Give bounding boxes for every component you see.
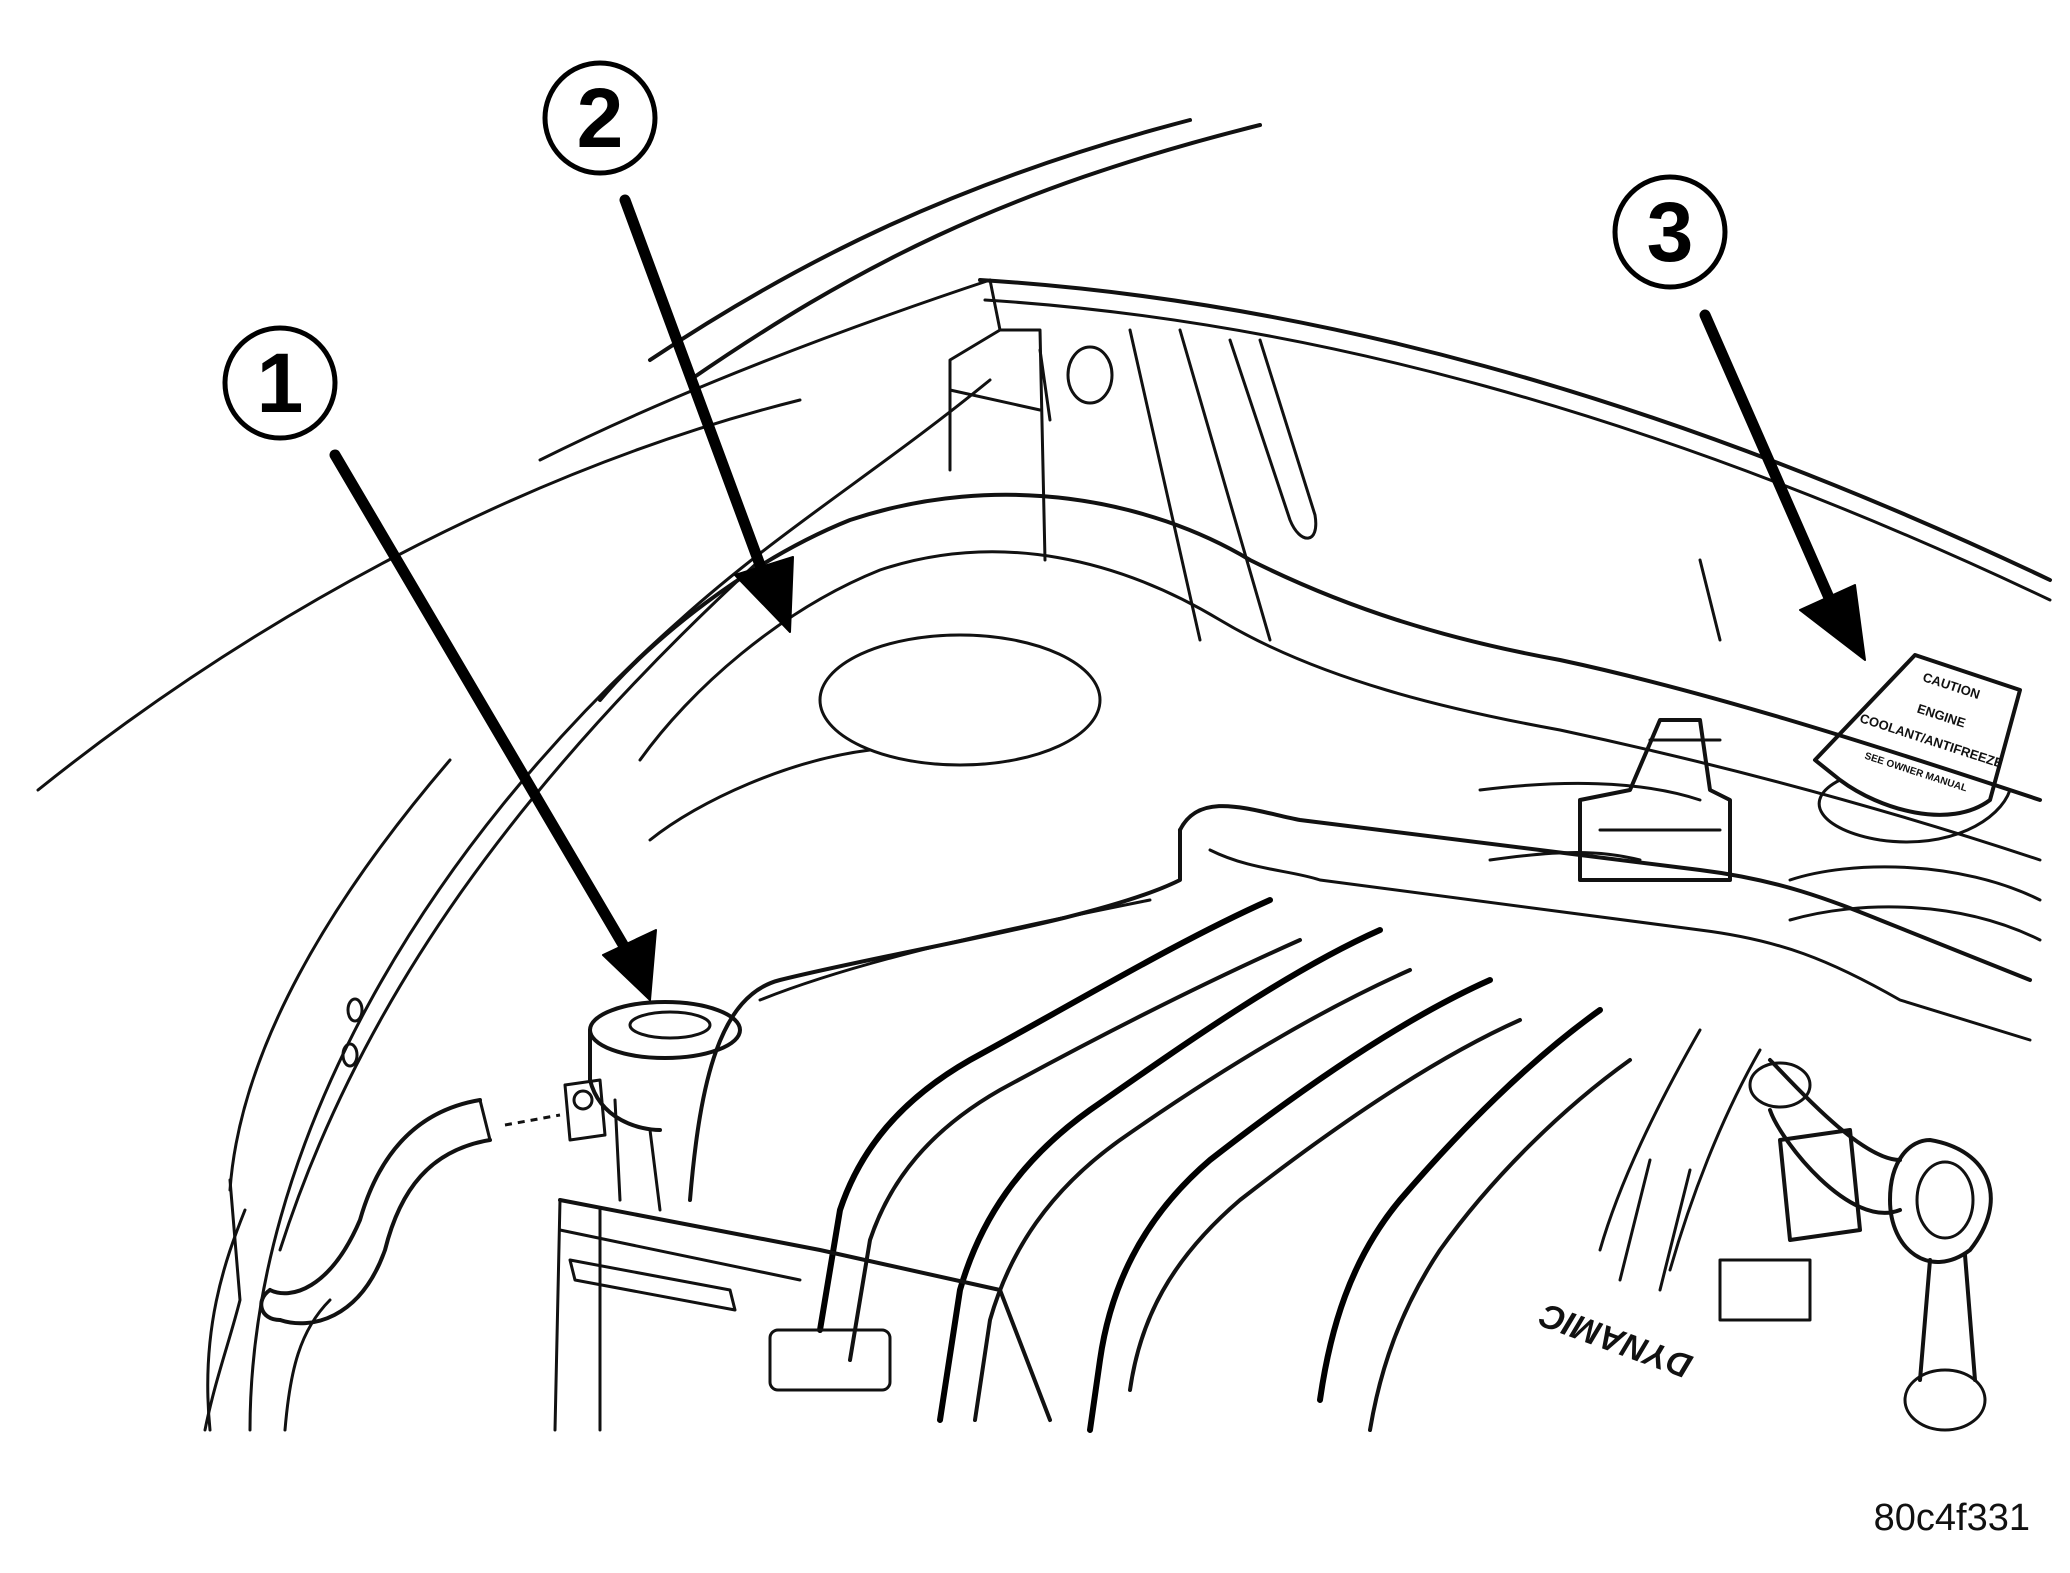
callout-2: 2 [542,60,658,176]
cowl-panel [948,278,2052,642]
callout-3: 3 [1612,174,1728,290]
intake-manifold [553,804,2032,1433]
leader-arrow-2 [619,194,794,633]
leader-arrow-3 [1699,309,1866,661]
cap-warning-line-2: ENGINE [1915,701,1967,731]
coolant-filler-neck [588,1000,742,1212]
right-side-components: DYNAMIC [1535,865,2042,1432]
leader-arrow-1 [329,449,657,1001]
coolant-reservoir-cap: CAUTION ENGINE COOLANT/ANTIFREEZE SEE OW… [1813,653,2022,844]
strut-tower [598,492,2042,862]
figure-id-code: 80c4f331 [1874,1497,2030,1539]
callout-1-number: 1 [257,336,304,430]
sensor-connector [1478,718,1732,882]
fender-outline [36,378,992,1432]
callout-3-number: 3 [1647,185,1694,279]
callout-2-number: 2 [577,71,624,165]
hood-panel-outline [538,118,1262,462]
engine-cover-lettering: DYNAMIC [1535,1295,1698,1385]
overflow-hose [259,997,607,1326]
callout-1: 1 [222,325,338,441]
